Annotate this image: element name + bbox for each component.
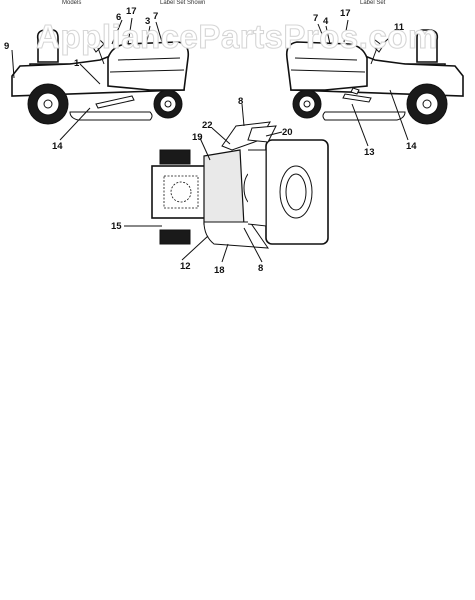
left-mower-illustration [11,29,190,125]
callout-6: 6 [116,12,121,23]
leader-lines [11,17,409,263]
callout-3: 3 [145,16,150,27]
callout-7-left: 7 [153,11,158,22]
callout-17-right: 17 [340,8,351,19]
callout-8-bottom: 8 [258,263,263,274]
right-mower-illustration [285,29,464,125]
callout-20: 20 [282,127,293,138]
callout-12: 12 [180,261,191,272]
callout-15: 15 [111,221,122,232]
top-view-illustration [151,121,329,249]
callout-7-right: 7 [313,13,318,24]
callout-9: 9 [4,41,9,52]
watermark: AppliancePartsPros.com [36,18,438,55]
header-fragment-left: Label Set Shown [160,0,205,6]
callout-11: 11 [394,22,405,33]
callout-17-left: 17 [126,6,137,17]
callout-18: 18 [214,265,225,276]
callout-labels: 9 6 17 3 7 1 14 7 4 17 11 13 14 8 22 20 … [4,6,417,276]
callout-19: 19 [192,132,203,143]
header-fragment-models: Models [62,0,81,6]
callout-14-right: 14 [406,141,417,152]
callout-22: 22 [202,120,213,131]
header-fragment-right: Label Set [360,0,386,6]
callout-8-top: 8 [238,96,243,107]
callout-13: 13 [364,147,375,158]
callout-4: 4 [323,16,329,27]
callout-1: 1 [74,58,80,69]
callout-14-left: 14 [52,141,63,152]
